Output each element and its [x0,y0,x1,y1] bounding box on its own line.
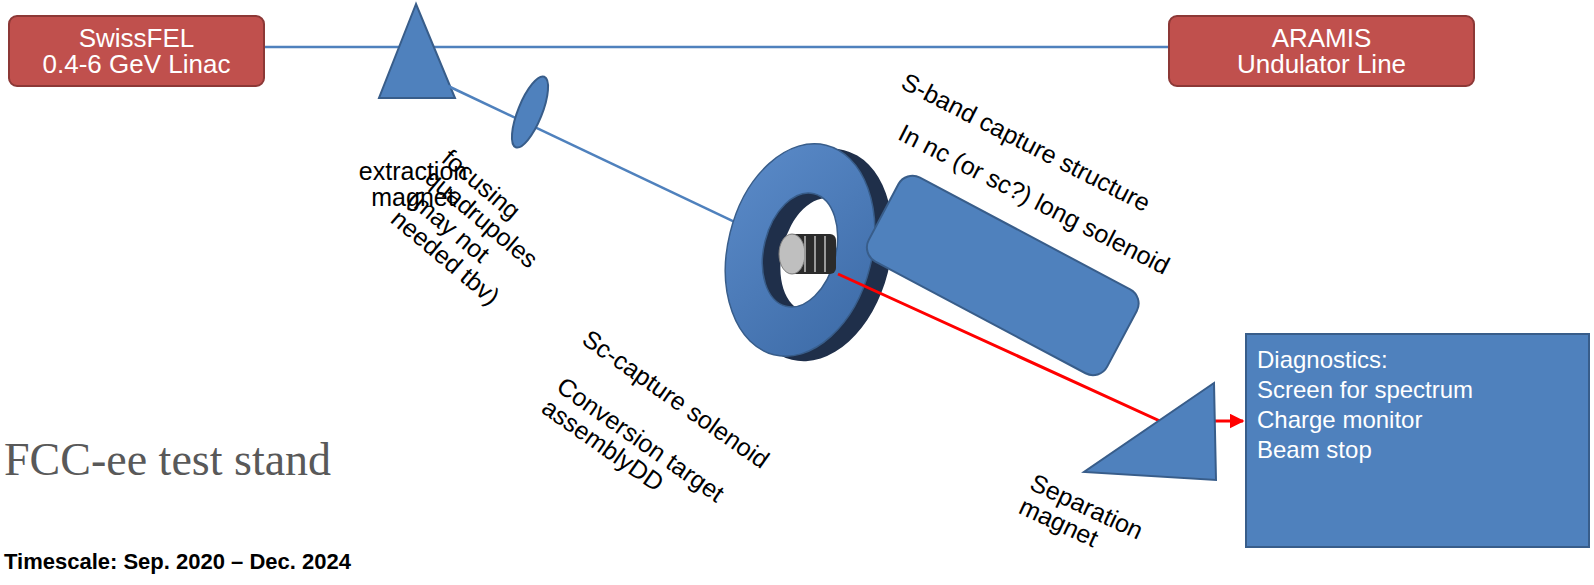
box-text: Charge monitor [1257,405,1578,435]
linac-box: SwissFEL0.4-6 GeV Linac [8,15,265,87]
diagnostics-box: Diagnostics:Screen for spectrumCharge mo… [1245,333,1590,548]
timescale-note: Timescale: Sep. 2020 – Dec. 2024 [4,550,351,573]
box-text: Beam stop [1257,435,1578,465]
quadrupole [505,72,556,151]
box-text: Undulator Line [1176,51,1467,77]
slide-title: FCC-ee test stand [4,436,331,484]
box-text: ARAMIS [1176,25,1467,51]
extraction-magnet [379,4,455,98]
box-text: SwissFEL [16,25,257,51]
undulator-box: ARAMISUndulator Line [1168,15,1475,87]
separation-magnet [1084,383,1216,480]
positron-beam [838,274,1243,421]
box-text: Screen for spectrum [1257,375,1578,405]
box-text: Diagnostics: [1257,345,1578,375]
target-label: Conversion target assemblyDD [537,372,743,538]
box-text: 0.4-6 GeV Linac [16,51,257,77]
magnet-label: Separation magnet [1015,469,1164,576]
